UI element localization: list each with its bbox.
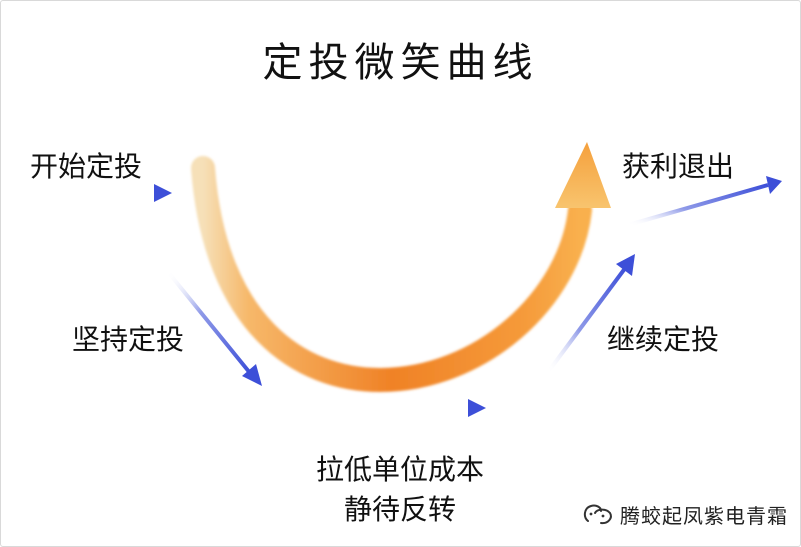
watermark-text: 腾蛟起凤紫电青霜 <box>620 503 788 528</box>
arrow-exit <box>627 176 782 227</box>
arrow-persist <box>166 270 262 386</box>
label-start-investing: 开始定投 <box>30 150 143 183</box>
label-take-profit-exit: 获利退出 <box>622 150 735 183</box>
diagram-title: 定投微笑曲线 <box>262 40 539 86</box>
arrow-start <box>18 184 172 202</box>
label-keep-investing: 坚持定投 <box>72 323 185 356</box>
arrow-continue <box>546 254 635 374</box>
arrow-lower-cost <box>337 399 486 417</box>
smile-curve-arrowhead <box>555 142 611 208</box>
smile-curve <box>191 156 592 393</box>
label-continue-investing: 继续定投 <box>607 323 720 356</box>
watermark: 腾蛟起凤紫电青霜 <box>582 499 788 529</box>
label-lower-unit-cost: 拉低单位成本 <box>315 453 484 486</box>
wechat-official-account-icon <box>583 504 612 525</box>
label-await-reversal: 静待反转 <box>343 493 456 526</box>
